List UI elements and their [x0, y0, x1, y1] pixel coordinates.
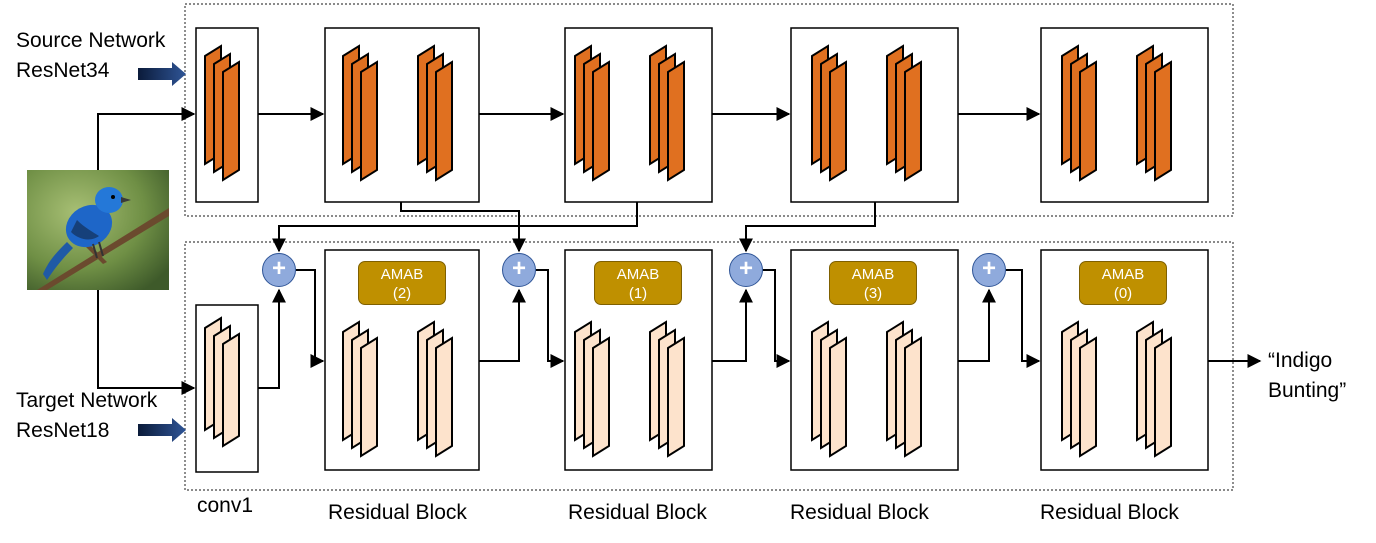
add-node-1: + [262, 253, 296, 287]
feature-map-plate [829, 60, 847, 182]
target-network-model: ResNet18 [16, 419, 110, 442]
source-network-label: Source Network ResNet34 [16, 26, 165, 86]
plus-icon: + [271, 255, 286, 282]
feature-map-plate [1154, 336, 1172, 458]
source-feature-stack [204, 44, 240, 182]
cross-link-stage1-to-add2 [400, 202, 526, 253]
feature-map-plate [435, 336, 453, 458]
target-feature-stack [574, 320, 610, 458]
plus-icon: + [981, 255, 996, 282]
amab-module-3: AMAB (3) [829, 261, 917, 305]
feature-map-plate [360, 60, 378, 182]
residual-block-label-3: Residual Block [790, 501, 929, 524]
source-blocks [195, 27, 1209, 203]
feature-map-plate [667, 60, 685, 182]
plus-icon: + [738, 255, 753, 282]
source-network-title: Source Network [16, 29, 166, 52]
source-network-model: ResNet34 [16, 59, 110, 82]
feature-map-plate [222, 332, 240, 448]
image-to-target-arrow [97, 290, 196, 395]
feature-map-plate [592, 336, 610, 458]
residual-block-label-1: Residual Block [328, 501, 467, 524]
amab-name: AMAB [380, 266, 424, 283]
image-to-source-arrow [97, 107, 196, 170]
feature-map-plate [904, 60, 922, 182]
source-feature-stack [574, 44, 610, 182]
target-feature-stack [1061, 320, 1097, 458]
target-conv1-stack [204, 316, 240, 448]
input-bird-image [27, 170, 169, 290]
amab-index: (3) [863, 285, 883, 302]
add3-to-block3 [763, 269, 791, 368]
source-feature-stack [1136, 44, 1172, 182]
source-feature-stack [886, 44, 922, 182]
residual-block-label-2: Residual Block [568, 501, 707, 524]
conv1-label: conv1 [197, 494, 254, 517]
target-feature-stack [342, 320, 378, 458]
output-line-1: “Indigo [1268, 349, 1333, 372]
target-input-arrow [138, 418, 186, 442]
source-feature-stack [417, 44, 453, 182]
amab-module-2: AMAB (1) [594, 261, 682, 305]
feature-map-plate [829, 336, 847, 458]
feature-map-plate [1079, 60, 1097, 182]
output-line-2: Bunting” [1268, 379, 1347, 402]
target-network-label: Target Network ResNet18 [16, 386, 157, 446]
add4-to-block4 [1006, 269, 1041, 368]
feature-map-plate [667, 336, 685, 458]
source-input-arrow [138, 62, 186, 86]
target-network-title: Target Network [16, 389, 158, 412]
feature-map-plate [360, 336, 378, 458]
source-feature-stack [342, 44, 378, 182]
amab-index: (1) [628, 285, 648, 302]
feature-map-plate [904, 336, 922, 458]
amab-module-4: AMAB (0) [1079, 261, 1167, 305]
amab-name: AMAB [1101, 266, 1145, 283]
source-feature-stack [811, 44, 847, 182]
target-feature-stack [811, 320, 847, 458]
amab-index: (2) [392, 285, 412, 302]
cross-link-stage3-to-add3 [739, 202, 876, 253]
target-network-container [184, 241, 1234, 491]
amab-name: AMAB [616, 266, 660, 283]
target-feature-stack [417, 320, 453, 458]
output-prediction-label: “Indigo Bunting” [1268, 346, 1346, 406]
target-feature-stack [886, 320, 922, 458]
target-feature-stack [1136, 320, 1172, 458]
plus-icon: + [511, 255, 526, 282]
source-feature-stack [1061, 44, 1097, 182]
amab-module-1: AMAB (2) [358, 261, 446, 305]
residual-block-label-4: Residual Block [1040, 501, 1179, 524]
add-node-2: + [502, 253, 536, 287]
feature-map-plate [435, 60, 453, 182]
add1-to-block1 [296, 269, 325, 368]
target-feature-stack [649, 320, 685, 458]
block1-to-add2 [479, 288, 526, 362]
connections [97, 107, 1262, 395]
add-node-3: + [729, 253, 763, 287]
feature-map-plate [1154, 60, 1172, 182]
feature-map-plate [1079, 336, 1097, 458]
block2-to-add3 [712, 288, 753, 362]
amab-index: (0) [1113, 285, 1133, 302]
cross-link-stage2-to-add1 [272, 202, 638, 253]
amab-name: AMAB [851, 266, 895, 283]
conv1-to-add1 [258, 288, 286, 389]
source-feature-stack [649, 44, 685, 182]
feature-map-stacks [204, 44, 1172, 458]
feature-map-plate [592, 60, 610, 182]
block3-to-add4 [958, 288, 996, 362]
add2-to-block2 [536, 269, 565, 368]
feature-map-plate [222, 60, 240, 182]
add-node-4: + [972, 253, 1006, 287]
